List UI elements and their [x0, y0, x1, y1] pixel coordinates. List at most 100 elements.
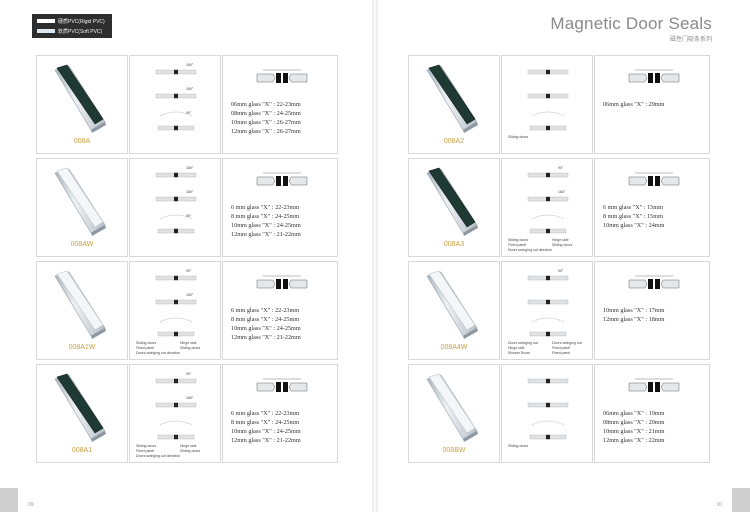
glass-panel-a — [527, 69, 569, 75]
glass-panel-a — [155, 378, 197, 384]
seal-end-face — [91, 431, 106, 442]
magnetic-strip — [428, 64, 476, 125]
section-right — [660, 382, 680, 392]
magnetic-strip — [428, 167, 476, 228]
door-layout-diagram: 180°180°90° — [155, 63, 197, 131]
section-left — [628, 73, 648, 83]
seal-profile-photo — [426, 167, 478, 236]
seal-end-face — [91, 328, 106, 339]
glass-panel-a — [527, 172, 569, 178]
magnetic-strip — [56, 167, 104, 228]
glass-panel-a — [155, 275, 197, 281]
product-photo-cell: 008A2 — [408, 55, 500, 154]
magnetic-strip — [428, 373, 476, 434]
seal-profile-photo — [54, 373, 106, 442]
seal-profile-photo — [426, 64, 478, 133]
magnet-right — [655, 279, 660, 289]
glass-spec-line: 12mm glass "X" : 22mm — [603, 437, 665, 444]
product-code: 008A1W — [68, 344, 96, 351]
cross-section-drawing — [628, 172, 680, 186]
section-right — [288, 73, 308, 83]
diagram-label: Sliding doors — [508, 135, 528, 139]
seal-profile-photo — [426, 373, 478, 442]
glass-panel-b — [527, 402, 569, 408]
seal-end-face — [463, 328, 478, 339]
product-code: 008BW — [442, 447, 466, 454]
product-code: 008A1 — [71, 447, 93, 454]
section-left — [628, 176, 648, 186]
swing-arc — [531, 420, 565, 426]
seal-profile-photo — [54, 64, 106, 133]
magnet-right — [283, 73, 288, 83]
section-right — [288, 382, 308, 392]
product-photo-cell: 008A — [36, 55, 128, 154]
angle-label: 180° — [186, 293, 194, 297]
product-photo-cell: 008A1 — [36, 364, 128, 463]
diagram-label: Sliding doors — [552, 243, 572, 247]
glass-spec-line: 6 mm glass "X" : 22-23mm — [231, 307, 300, 314]
glass-spec-line: 10mm glass "X" : 24mm — [603, 222, 665, 229]
diagram-label: Fixed panel — [508, 243, 526, 247]
door-layout-diagram: Sliding doors — [508, 378, 569, 448]
cross-section-drawing — [628, 378, 680, 392]
diagram-label: Fixed panel — [136, 346, 154, 350]
magnet-left — [276, 279, 281, 289]
swing-arc — [159, 214, 193, 220]
page-title: Magnetic Door Seals — [550, 14, 712, 33]
magnet-right — [655, 176, 660, 186]
glass-spec-line: 08mm glass "X" : 20mm — [603, 419, 665, 426]
magnet-left — [648, 73, 653, 83]
magnet-left — [648, 279, 653, 289]
seal-end-face — [463, 431, 478, 442]
diagram-label: Hinge side — [180, 444, 197, 448]
section-left — [628, 382, 648, 392]
glass-panel-b — [155, 196, 197, 202]
legend-rigid: 硬质PVC(Rigid PVC) — [37, 17, 105, 25]
glass-spec-line: 06mm glass "X" : 29mm — [603, 101, 665, 108]
product-photo-cell: 008BW — [408, 364, 500, 463]
glass-panel-c — [529, 331, 567, 337]
glass-panel-a — [527, 378, 569, 384]
magnet-right — [283, 176, 288, 186]
glass-panel-c — [157, 331, 195, 337]
diagram-label: Fixed panel — [136, 449, 154, 453]
diagram-label: Sliding doors — [136, 341, 156, 345]
glass-spec-line: 12mm glass "X" : 21-22mm — [231, 334, 301, 341]
glass-panel-c — [529, 228, 567, 234]
glass-panel-b — [527, 93, 569, 99]
legend-rigid-label: 硬质PVC(Rigid PVC) — [58, 18, 105, 25]
diagram-label: Hinge side — [180, 341, 197, 345]
diagram-label: Fixed panel — [552, 346, 570, 350]
section-left — [256, 279, 276, 289]
diagram-label: Doors swinging out direction — [136, 454, 180, 458]
swing-arc — [159, 317, 193, 323]
angle-label: 90° — [186, 372, 192, 376]
glass-spec-line: 10mm glass "X" : 24-25mm — [231, 325, 301, 332]
glass-panel-a — [155, 69, 197, 75]
seal-end-face — [91, 122, 106, 133]
corner-tab-right — [732, 488, 750, 512]
section-right — [660, 279, 680, 289]
installation-diagram-cell: Sliding doors — [501, 55, 593, 154]
diagram-label: Doors swinging out — [552, 341, 582, 345]
product-photo-cell: 008AW — [36, 158, 128, 257]
glass-panel-b — [527, 299, 569, 305]
product-photo-cell: 008A4W — [408, 261, 500, 360]
glass-spec-line: 6 mm glass "X" : 22-23mm — [231, 204, 300, 211]
seal-profile-photo — [426, 270, 478, 339]
diagram-label: Sliding doors — [180, 449, 200, 453]
